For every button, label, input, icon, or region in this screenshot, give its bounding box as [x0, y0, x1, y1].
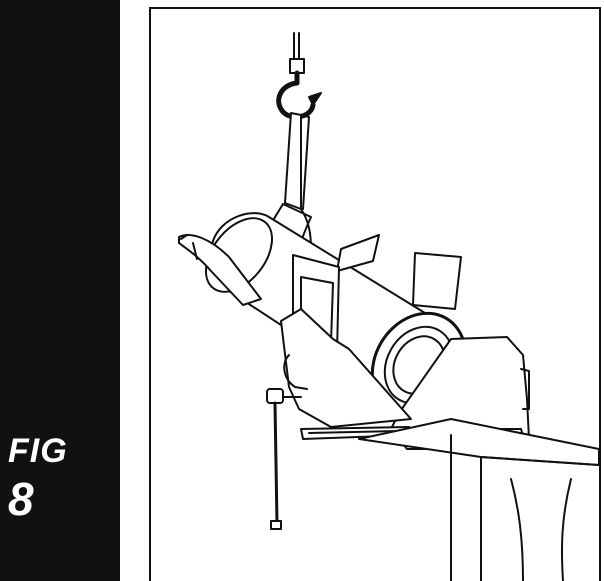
figure-number: 8	[8, 473, 34, 525]
workbench	[358, 418, 599, 581]
crane-hook-icon	[276, 70, 322, 120]
figure-frame	[149, 7, 601, 581]
figure-label: FIG	[8, 432, 68, 470]
vise-screw-handle	[266, 388, 302, 530]
hook-cable	[289, 32, 305, 74]
pipe-in-vise-lifted-by-hook-icon	[178, 32, 599, 581]
figure-sidebar: FIG 8	[0, 0, 120, 581]
